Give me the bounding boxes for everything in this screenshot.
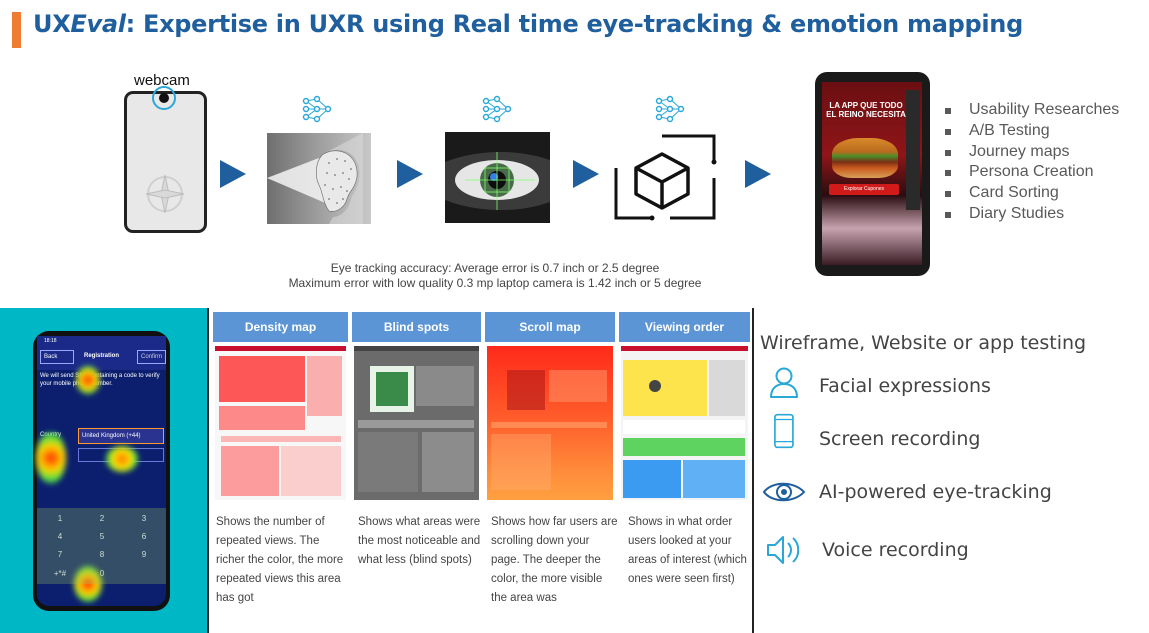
scroll-map-header: Scroll map bbox=[485, 312, 615, 342]
viewing-order-description: Shows in what order users looked at your… bbox=[628, 516, 747, 585]
neural-network-icon bbox=[482, 95, 512, 123]
webcam-dot bbox=[159, 93, 169, 103]
flow-arrow-2 bbox=[397, 160, 423, 188]
status-time: 18:18 bbox=[44, 338, 57, 344]
neural-network-icon bbox=[302, 95, 332, 123]
keypad-key: 3 bbox=[141, 514, 147, 523]
accuracy-line-2: Maximum error with low quality 0.3 mp la… bbox=[288, 276, 702, 290]
back-button: Back bbox=[40, 350, 74, 364]
feature-facial-expressions: Facial expressions bbox=[819, 375, 991, 397]
heat-blob bbox=[76, 366, 100, 394]
research-method-item: Usability Researches bbox=[944, 100, 1119, 121]
ar-cube-icon bbox=[612, 132, 718, 223]
user-icon bbox=[770, 367, 798, 398]
neural-network-icon bbox=[655, 95, 685, 123]
heat-blob bbox=[36, 432, 66, 484]
app-headline: LA APP QUE TODO EL REINO NECESITA bbox=[826, 101, 906, 119]
keypad-key: +*# bbox=[53, 569, 67, 578]
keypad-key: 1 bbox=[57, 514, 63, 523]
sms-description: We will send SMS containing a code to ve… bbox=[40, 373, 160, 387]
title-accent-bar bbox=[12, 12, 21, 48]
slide-title: UXEval: Expertise in UXR using Real time… bbox=[33, 10, 1023, 38]
research-methods-list: Usability Researches A/B Testing Journey… bbox=[944, 100, 1119, 225]
app-sidebar bbox=[906, 90, 920, 210]
blind-spots-thumbnail bbox=[354, 346, 479, 500]
keypad-heat-overlay bbox=[37, 508, 166, 584]
compass-logo-icon bbox=[145, 174, 185, 214]
flow-arrow-3 bbox=[573, 160, 599, 188]
keypad-key: 8 bbox=[99, 550, 105, 559]
country-select: United Kingdom (+44) bbox=[78, 428, 164, 444]
research-method-item: Persona Creation bbox=[944, 162, 1119, 183]
eye-icon bbox=[762, 482, 806, 502]
scroll-map-description: Shows how far users are scrolling down y… bbox=[491, 516, 618, 604]
research-method-item: Diary Studies bbox=[944, 204, 1119, 225]
research-method-item: Journey maps bbox=[944, 142, 1119, 163]
blind-spots-description: Shows what areas were the most noticeabl… bbox=[358, 516, 481, 566]
confirm-button: Confirm bbox=[137, 350, 166, 364]
keypad-key: 6 bbox=[141, 532, 147, 541]
flow-arrow-4 bbox=[745, 160, 771, 188]
face-scan-image bbox=[267, 133, 371, 224]
keypad-key: 5 bbox=[99, 532, 105, 541]
flow-arrow-1 bbox=[220, 160, 246, 188]
heat-blob bbox=[106, 446, 138, 472]
keypad-key: 7 bbox=[57, 550, 63, 559]
density-map-header: Density map bbox=[213, 312, 348, 342]
accuracy-line-1: Eye tracking accuracy: Average error is … bbox=[330, 261, 660, 275]
keypad-key: 9 bbox=[141, 550, 147, 559]
burger-image bbox=[832, 138, 898, 178]
research-method-item: A/B Testing bbox=[944, 121, 1119, 142]
smartphone-icon bbox=[774, 413, 794, 449]
accuracy-note: Eye tracking accuracy: Average error is … bbox=[244, 261, 746, 291]
app-coupon-button: Explorar Cupones bbox=[829, 184, 899, 195]
heat-blob bbox=[74, 566, 102, 602]
density-map-thumbnail bbox=[215, 346, 346, 500]
keypad-key: 4 bbox=[57, 532, 63, 541]
keypad-key: 2 bbox=[99, 514, 105, 523]
blind-spots-header: Blind spots bbox=[352, 312, 481, 342]
scroll-map-thumbnail bbox=[487, 346, 613, 500]
density-map-description: Shows the number of repeated views. The … bbox=[216, 516, 344, 604]
speaker-icon bbox=[767, 536, 800, 564]
testing-title: Wireframe, Website or app testing bbox=[760, 332, 1087, 354]
webcam-highlight-ring bbox=[152, 86, 176, 110]
keypad-key: 0 bbox=[99, 569, 105, 578]
feature-eye-tracking: AI-powered eye-tracking bbox=[819, 481, 1052, 503]
feature-voice-recording: Voice recording bbox=[822, 539, 969, 561]
registration-title: Registration bbox=[84, 353, 120, 359]
viewing-order-thumbnail bbox=[621, 346, 748, 500]
feature-screen-recording: Screen recording bbox=[819, 428, 981, 450]
eye-tracking-image bbox=[445, 132, 550, 223]
research-method-item: Card Sorting bbox=[944, 183, 1119, 204]
heatmap-app-header bbox=[37, 336, 166, 370]
brand-italic: Eval bbox=[70, 10, 126, 38]
viewing-order-header: Viewing order bbox=[619, 312, 750, 342]
webcam-label: webcam bbox=[134, 72, 190, 89]
